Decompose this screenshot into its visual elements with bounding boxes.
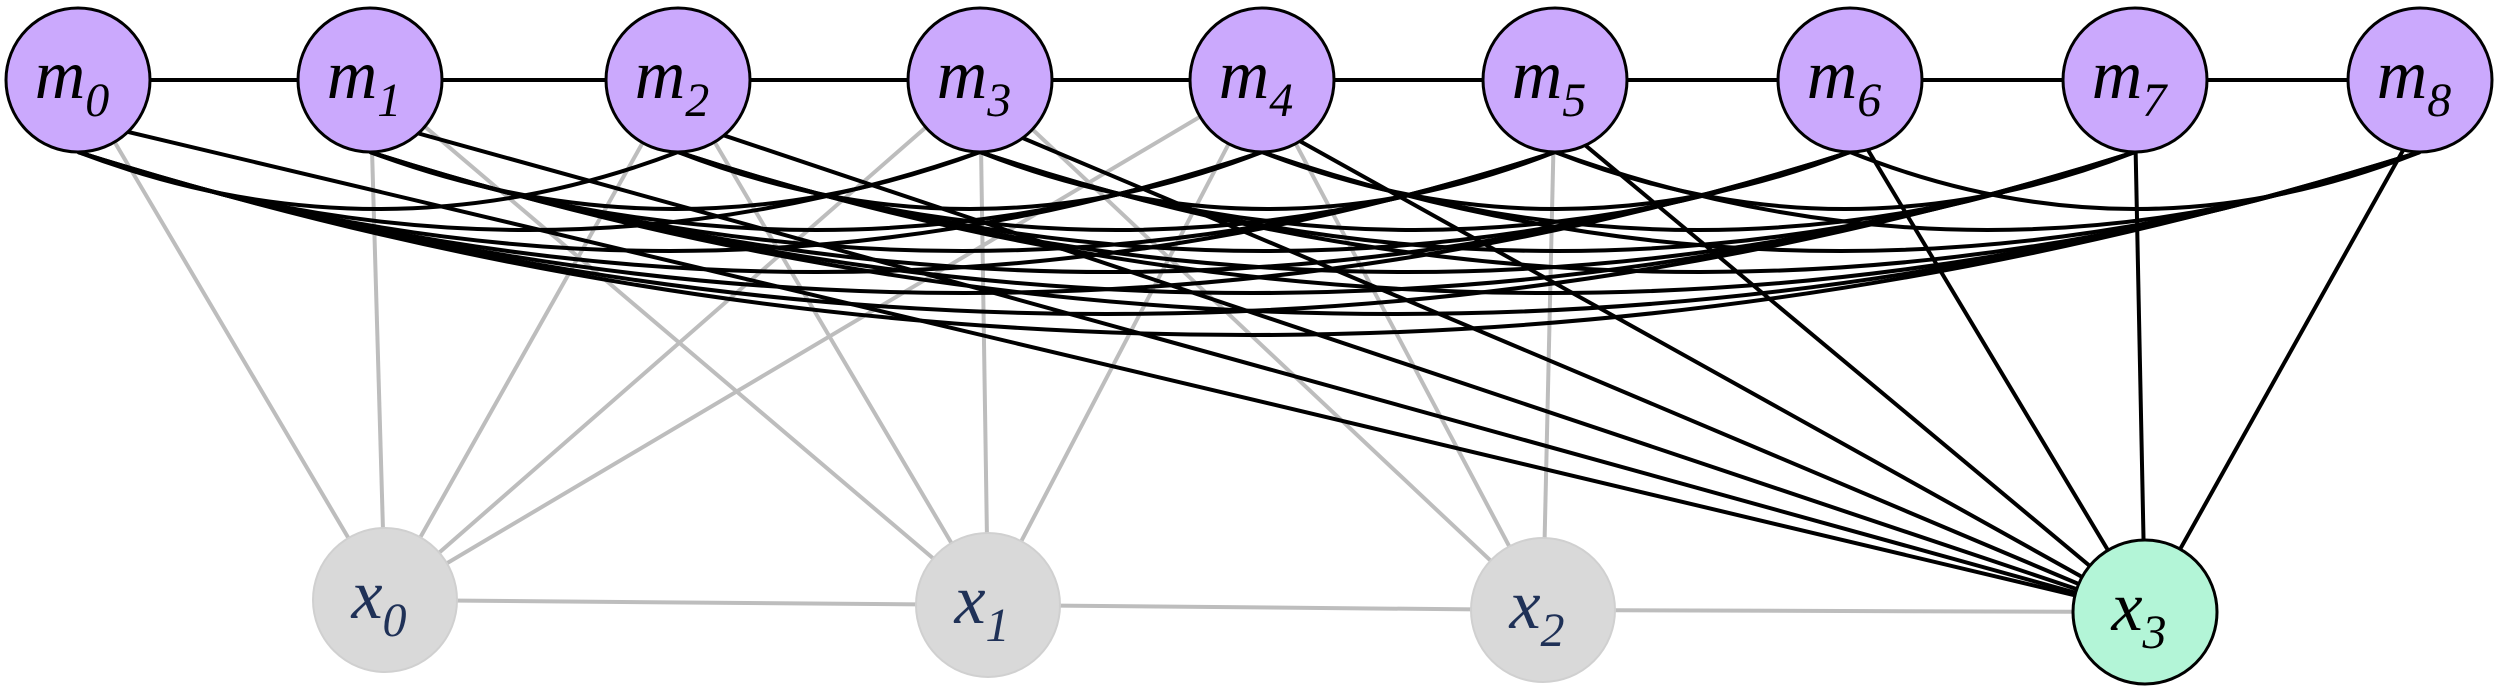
node-x0-subscript: 0 — [383, 594, 407, 647]
node-x2-subscript: 2 — [1541, 604, 1565, 657]
node-m1-subscript: 1 — [377, 74, 401, 127]
node-m3-label: m3 — [937, 37, 1012, 127]
node-m8: m8 — [2346, 6, 2494, 154]
edge-m4-x3 — [1261, 118, 2146, 614]
edge-m1-x1 — [368, 78, 990, 607]
node-m3-subscript: 3 — [986, 74, 1011, 127]
node-m1: m1 — [296, 6, 444, 154]
node-x0-label: x0 — [350, 557, 406, 647]
black-edges-layer — [77, 78, 2422, 614]
node-x3-circle — [2071, 538, 2219, 686]
node-m8-subscript: 8 — [2427, 74, 2451, 127]
node-x2: x2 — [1470, 537, 1616, 683]
node-m2-label: m2 — [635, 37, 710, 127]
node-m2: m2 — [604, 6, 752, 154]
node-m5-circle — [1481, 6, 1629, 154]
node-m7-circle — [2061, 6, 2209, 154]
edge-m1-x3 — [369, 118, 2146, 614]
node-m7-label: m7 — [2092, 37, 2169, 127]
node-m6-circle — [1776, 6, 1924, 154]
node-x1: x1 — [915, 532, 1061, 678]
node-x1-label: x1 — [953, 562, 1009, 652]
node-m1-circle — [296, 6, 444, 154]
node-m7: m7 — [2061, 6, 2209, 154]
node-x0-base: x — [350, 557, 382, 634]
edge-m3-x1 — [978, 79, 990, 606]
node-m8-base: m — [2377, 37, 2428, 114]
node-x1-subscript: 1 — [986, 599, 1010, 652]
edge-m7-x3 — [2133, 119, 2147, 613]
node-x2-label: x2 — [1508, 567, 1564, 657]
node-x3-subscript: 3 — [2142, 606, 2167, 659]
edge-m4-x2 — [1260, 79, 1545, 611]
node-x3-base: x — [2110, 569, 2142, 646]
node-m5-label: m5 — [1512, 37, 1587, 127]
node-m6-subscript: 6 — [1857, 74, 1881, 127]
edge-m5-x2 — [1541, 79, 1557, 611]
node-x2-circle — [1470, 537, 1616, 683]
edge-x0-x1 — [384, 598, 989, 607]
node-m5: m5 — [1481, 6, 1629, 154]
edge-m3-x3 — [979, 118, 2146, 614]
edge-x1-x2 — [987, 603, 1544, 612]
edge-m4-x0 — [383, 78, 1264, 602]
node-m2-subscript: 2 — [685, 74, 709, 127]
node-m4-base: m — [1219, 37, 1270, 114]
node-m4-subscript: 4 — [1269, 74, 1293, 127]
node-x1-circle — [915, 532, 1061, 678]
node-m5-base: m — [1512, 37, 1563, 114]
node-m8-label: m8 — [2377, 37, 2452, 127]
node-m3-base: m — [937, 37, 988, 114]
node-x2-base: x — [1508, 567, 1540, 644]
node-m5-subscript: 5 — [1562, 74, 1586, 127]
node-x0: x0 — [312, 527, 458, 673]
node-m4-label: m4 — [1219, 37, 1294, 127]
node-x1-base: x — [953, 562, 985, 639]
node-m4-circle — [1188, 6, 1336, 154]
node-m0-label: m0 — [35, 37, 110, 127]
node-m0: m0 — [4, 6, 152, 154]
edge-m2-x1 — [676, 78, 990, 607]
node-m1-label: m1 — [327, 37, 402, 127]
node-m8-circle — [2346, 6, 2494, 154]
edge-m2-x0 — [383, 79, 680, 601]
edge-m5-x3 — [1553, 118, 2147, 614]
edge-m0-x3 — [77, 118, 2146, 614]
node-m0-base: m — [35, 37, 86, 114]
edge-m6-x3 — [1848, 118, 2147, 614]
node-m0-subscript: 0 — [85, 74, 109, 127]
node-m7-base: m — [2092, 37, 2143, 114]
edge-x2-x3 — [1542, 608, 2146, 614]
node-m2-base: m — [635, 37, 686, 114]
node-m6-label: m6 — [1807, 37, 1882, 127]
edge-m1-x0 — [368, 79, 387, 601]
node-m3-circle — [906, 6, 1054, 154]
node-m1-base: m — [327, 37, 378, 114]
node-m4: m4 — [1188, 6, 1336, 154]
node-m2-circle — [604, 6, 752, 154]
node-m0-circle — [4, 6, 152, 154]
node-m3: m3 — [906, 6, 1054, 154]
node-x3: x3 — [2071, 538, 2219, 686]
node-m7-subscript: 7 — [2142, 74, 2168, 127]
edge-m3-x2 — [978, 78, 1545, 612]
edge-m8-x3 — [2143, 119, 2422, 613]
node-x3-label: x3 — [2110, 569, 2166, 659]
edge-m4-x1 — [986, 79, 1264, 606]
node-x0-circle — [312, 527, 458, 673]
node-m6-base: m — [1807, 37, 1858, 114]
edge-m3-x0 — [383, 78, 982, 602]
node-m6: m6 — [1776, 6, 1924, 154]
edge-m2-x3 — [677, 118, 2146, 614]
